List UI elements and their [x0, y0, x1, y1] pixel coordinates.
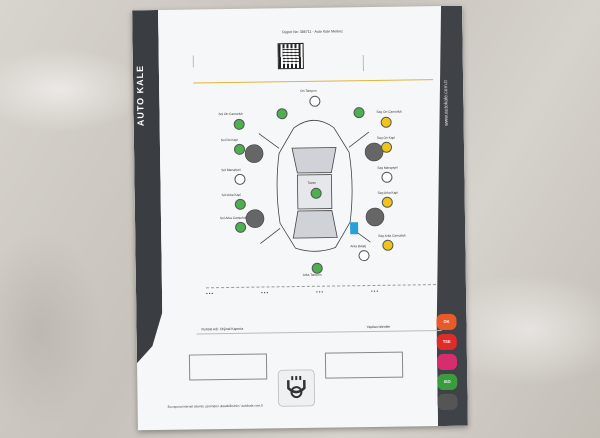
- status-sol-on-camurluk: [233, 118, 245, 130]
- label-arka-bagaj: Arka Bagaj: [350, 244, 367, 249]
- label-tavan: Tavan: [307, 180, 317, 185]
- status-sol-marspiyel: [234, 173, 246, 185]
- badge-iso: ISO: [437, 373, 458, 391]
- label-sol-marspiyel: Sol Marspiyel: [221, 167, 241, 173]
- badge-grey: [437, 393, 458, 411]
- qr-code: [277, 42, 304, 70]
- label-arka-tampon: Arka Tampon: [302, 272, 322, 277]
- divider-line: [193, 79, 434, 84]
- label-sol-arka-kapi: Sol Arka Kapi: [221, 192, 241, 198]
- label-sol-arka-camurluk: Sol Arka Camurluk: [219, 215, 247, 221]
- car-diagram: On Tampon Sol On Camurluk Sag On Camurlu…: [198, 88, 431, 284]
- notes-left: Ruhsat Adi: Orijinal Kaporta: [201, 326, 244, 332]
- notes-right: Yapilan Islemler: [366, 324, 391, 330]
- label-sag-on-kapi: Sag On Kapi: [376, 135, 395, 140]
- status-legend: ● ● ● ● ● ● ● ● ● ● ● ●: [201, 282, 441, 315]
- status-sol-arka-camurluk: [235, 221, 247, 233]
- status-tavan: [310, 187, 322, 199]
- badge-ok: OK: [436, 313, 457, 331]
- badge-tse: TSE: [436, 333, 457, 351]
- label-sag-arka-kapi: Sag Arka Kapi: [377, 190, 398, 195]
- status-on-tampon: [309, 95, 321, 107]
- status-sag-marspiyel: [381, 171, 393, 183]
- inspection-report-sheet: AUTO KALE www.autokale.com.tr Rapor No: …: [132, 5, 468, 431]
- badge-pink: [436, 353, 458, 371]
- auto-kale-emblem-icon: [277, 369, 315, 407]
- report-number: Rapor No: 386711 - Auto Kale Merkez: [282, 29, 343, 35]
- label-sag-on-camurluk: Sag On Camurluk: [376, 109, 402, 114]
- brand-website: www.autokale.com.tr: [443, 79, 450, 126]
- label-sol-on-camurluk: Sol On Camurluk: [218, 111, 243, 117]
- label-sag-arka-camurluk: Sag Arka Camurluk: [378, 233, 406, 238]
- status-sag-on-camurluk: [380, 116, 392, 128]
- car-outline: [244, 119, 385, 252]
- status-sol-on-kapi-top: [276, 108, 288, 120]
- bottom-right-box: [324, 351, 404, 379]
- status-arka-bagaj: [358, 250, 370, 262]
- label-sag-marspiyel: Sag Marspiyel: [377, 165, 398, 170]
- brand-logo-text: AUTO KALE: [134, 64, 146, 126]
- status-sag-arka-kapi: [381, 196, 393, 208]
- status-sag-on-top: [353, 107, 365, 119]
- label-sol-on-kapi: Sol On Kapi: [220, 137, 238, 143]
- status-sol-on-kapi: [233, 143, 246, 155]
- bottom-left-box: [188, 353, 268, 381]
- notes-row: Ruhsat Adi: Orijinal Kaporta Yapilan Isl…: [192, 324, 442, 335]
- label-on-tampon: On Tampon: [300, 88, 317, 93]
- status-sag-arka-camurluk: [382, 239, 394, 251]
